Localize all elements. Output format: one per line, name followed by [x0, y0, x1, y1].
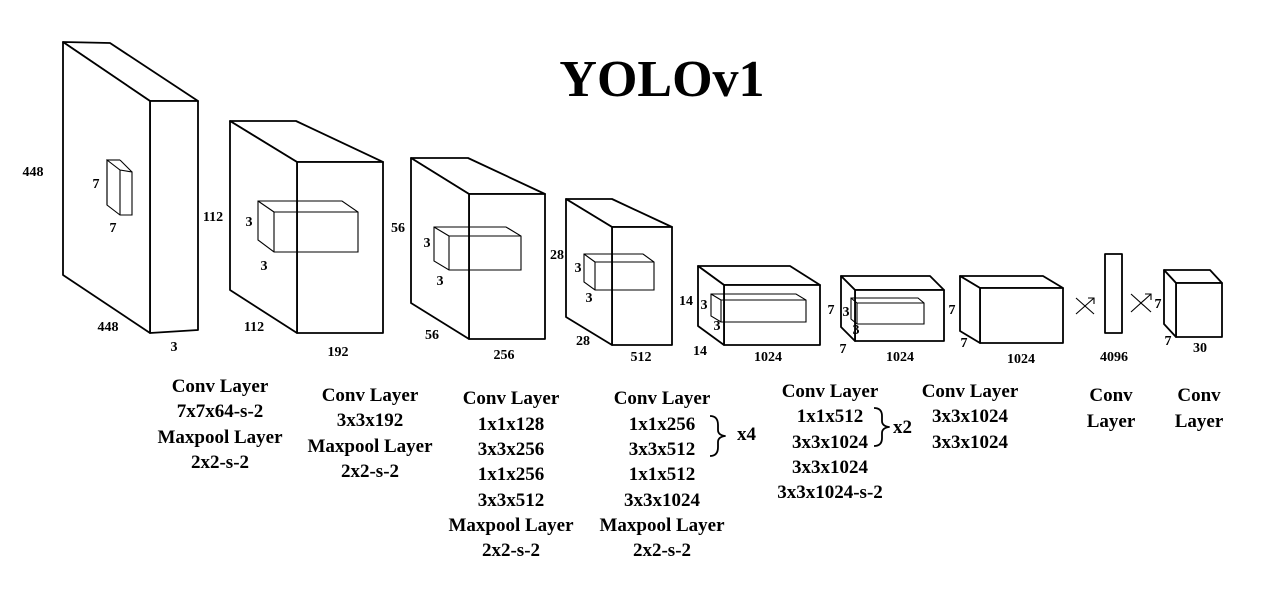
output-volume	[1163, 269, 1223, 338]
dim-width: 7	[840, 342, 847, 357]
kernel-h: 3	[261, 259, 268, 274]
caption-line: Conv Layer	[463, 388, 560, 409]
caption-line: Conv Layer	[614, 388, 711, 409]
caption-line: Conv Layer	[922, 381, 1019, 402]
caption-line: 3x3x1024	[932, 432, 1009, 453]
caption-line: 1x1x128	[478, 414, 545, 435]
caption-line: Conv	[1089, 385, 1133, 406]
caption-line: 3x3x256	[478, 439, 545, 460]
dim-height: 7	[828, 303, 835, 318]
dim-depth: 30	[1193, 341, 1207, 356]
fc-connector-icon	[1130, 293, 1152, 313]
repeat-count: x4	[737, 424, 757, 445]
dim-width: 7	[1165, 334, 1172, 349]
caption-line: 2x2-s-2	[191, 452, 249, 473]
kernel-w: 3	[843, 305, 850, 320]
caption-line: Layer	[1175, 411, 1224, 432]
caption-line: 1x1x512	[629, 464, 696, 485]
caption-line: Conv	[1177, 385, 1221, 406]
caption-line: Maxpool Layer	[599, 515, 725, 536]
caption-line: 3x3x1024	[792, 432, 869, 453]
dim-height: 448	[23, 165, 44, 180]
dim-depth: 1024	[886, 350, 914, 365]
dim-depth: 4096	[1100, 350, 1128, 365]
caption-line: Maxpool Layer	[307, 436, 433, 457]
conv2-volume	[229, 120, 384, 334]
dim-depth: 1024	[1007, 352, 1035, 367]
caption-line: Layer	[1087, 411, 1136, 432]
caption-line: Maxpool Layer	[157, 427, 283, 448]
fc-connector-icon	[1075, 297, 1095, 315]
caption-line: 3x3x1024	[932, 406, 1009, 427]
caption-block-3: Conv Layer 1x1x128 3x3x256 1x1x256 3x3x5…	[448, 388, 574, 561]
kernel-w: 3	[246, 215, 253, 230]
repeat-brace-icon	[873, 407, 890, 447]
conv6-volume	[840, 275, 945, 342]
kernel-w: 3	[701, 298, 708, 313]
dim-height: 7	[949, 303, 956, 318]
caption-line: 2x2-s-2	[633, 540, 691, 561]
dim-width: 112	[244, 320, 264, 335]
caption-line: Conv Layer	[782, 381, 879, 402]
caption-line: 1x1x512	[797, 406, 864, 427]
dim-depth: 1024	[754, 350, 782, 365]
caption-line: 2x2-s-2	[341, 461, 399, 482]
caption-line: 3x3x1024	[792, 457, 869, 478]
dim-height: 14	[679, 294, 693, 309]
dim-width: 14	[693, 344, 707, 359]
dim-height: 7	[1155, 297, 1162, 312]
caption-block-1: Conv Layer 7x7x64-s-2 Maxpool Layer 2x2-…	[157, 376, 283, 473]
caption-line: 7x7x64-s-2	[177, 401, 264, 422]
dim-width: 448	[98, 320, 119, 335]
caption-line: 3x3x192	[337, 410, 404, 431]
dim-depth: 256	[494, 348, 515, 363]
input-volume	[62, 41, 199, 334]
caption-block-8: Conv Layer	[1175, 385, 1224, 432]
kernel-w: 3	[424, 236, 431, 251]
conv5-volume	[697, 265, 821, 346]
dim-width: 28	[576, 334, 590, 349]
caption-block-5: Conv Layer 1x1x512 3x3x1024 3x3x1024 3x3…	[777, 381, 912, 503]
dim-depth: 512	[631, 350, 652, 365]
caption-block-4: Conv Layer 1x1x256 3x3x512 1x1x512 3x3x1…	[599, 388, 756, 561]
caption-line: Maxpool Layer	[448, 515, 574, 536]
conv4-volume	[565, 198, 673, 346]
kernel-w: 7	[93, 177, 100, 192]
diagram-title: YOLOv1	[559, 51, 764, 108]
dim-width: 7	[961, 336, 968, 351]
repeat-brace-icon	[709, 415, 726, 457]
caption-line: 3x3x1024-s-2	[777, 482, 883, 503]
kernel-h: 3	[714, 319, 721, 334]
kernel-w: 3	[575, 261, 582, 276]
caption-block-7: Conv Layer	[1087, 385, 1136, 432]
caption-line: 2x2-s-2	[482, 540, 540, 561]
caption-line: 3x3x512	[478, 490, 545, 511]
caption-line: 1x1x256	[478, 464, 545, 485]
kernel-h: 7	[110, 221, 117, 236]
conv3-volume	[410, 157, 546, 340]
dim-height: 28	[550, 248, 564, 263]
conv7-volume	[959, 275, 1064, 344]
kernel-h: 3	[853, 323, 860, 338]
repeat-count: x2	[893, 417, 912, 438]
caption-line: 3x3x1024	[624, 490, 701, 511]
dim-depth: 3	[171, 340, 178, 355]
fc-4096-bar	[1104, 253, 1123, 334]
caption-block-6: Conv Layer 3x3x1024 3x3x1024	[922, 381, 1019, 453]
kernel-h: 3	[437, 274, 444, 289]
caption-line: 3x3x512	[629, 439, 696, 460]
dim-depth: 192	[328, 345, 349, 360]
kernel-h: 3	[586, 291, 593, 306]
dim-width: 56	[425, 328, 439, 343]
caption-line: 1x1x256	[629, 414, 696, 435]
dim-height: 112	[203, 210, 223, 225]
caption-line: Conv Layer	[322, 385, 419, 406]
dim-height: 56	[391, 221, 405, 236]
caption-block-2: Conv Layer 3x3x192 Maxpool Layer 2x2-s-2	[307, 385, 433, 482]
caption-line: Conv Layer	[172, 376, 269, 397]
